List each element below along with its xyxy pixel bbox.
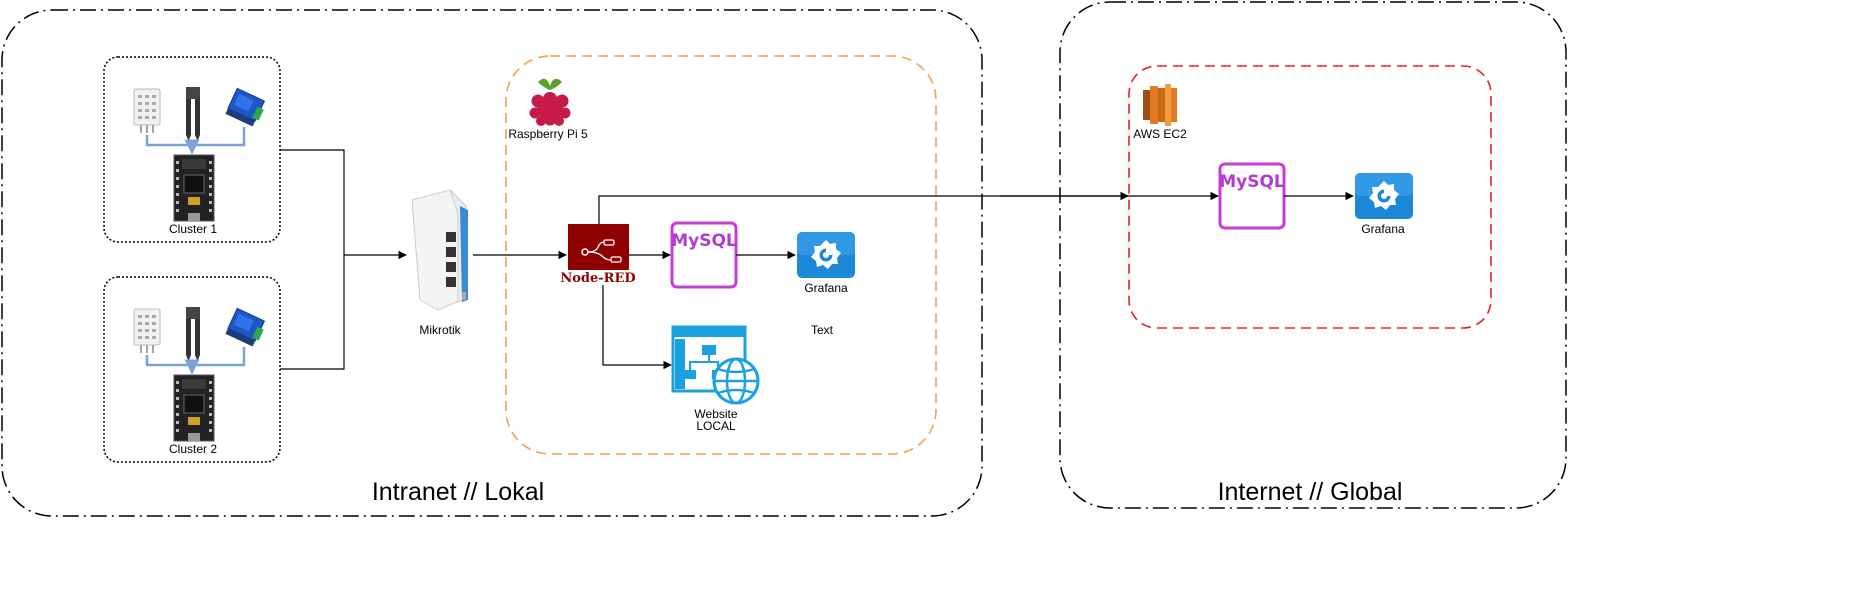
- raspberry-pi-icon: [529, 78, 571, 126]
- website-label-line1: Website: [694, 407, 737, 421]
- cluster-1: Cluster 1: [103, 56, 281, 243]
- grafana-cloud-icon: [1355, 173, 1413, 219]
- internet-zone-label: Internet // Global: [1218, 478, 1403, 506]
- text-placeholder: Text: [811, 323, 834, 337]
- router-label: Mikrotik: [419, 323, 461, 337]
- mysql-local-icon: MySQL: [670, 221, 738, 289]
- grafana-cloud-label: Grafana: [1361, 222, 1405, 236]
- raspberry-pi-zone: [505, 55, 937, 455]
- link-nodered-website: [602, 285, 672, 370]
- link-cluster1-router: [280, 149, 345, 255]
- aws-ec2-icon: [1143, 84, 1177, 126]
- grafana-local-label: Grafana: [804, 281, 848, 295]
- link-nodered-cloud: [598, 191, 1219, 224]
- cluster-1-label: Cluster 1: [169, 222, 217, 236]
- node-red-label: Node-RED: [560, 271, 635, 286]
- aws-ec2-zone: [1128, 65, 1492, 329]
- link-cluster2-router: [280, 255, 345, 370]
- internet-zone: [1059, 1, 1567, 509]
- connectors: [280, 149, 1354, 370]
- intranet-zone: [1, 9, 983, 517]
- intranet-zone-label: Intranet // Lokal: [372, 478, 544, 506]
- aws-ec2-label: AWS EC2: [1133, 127, 1187, 141]
- node-red-icon: [568, 224, 629, 270]
- mysql-cloud-icon: MySQL: [1218, 162, 1286, 230]
- cluster-2-label: Cluster 2: [169, 442, 217, 456]
- mysql-cloud-label: MySQL: [1219, 172, 1285, 192]
- website-label-line2: LOCAL: [696, 419, 736, 433]
- mysql-local-label: MySQL: [671, 231, 737, 251]
- website-icon: [671, 325, 760, 405]
- router-icon: [411, 189, 468, 311]
- raspberry-pi-label: Raspberry Pi 5: [508, 127, 588, 141]
- cluster-2: Cluster 2: [103, 276, 281, 463]
- grafana-local-icon: [797, 232, 855, 278]
